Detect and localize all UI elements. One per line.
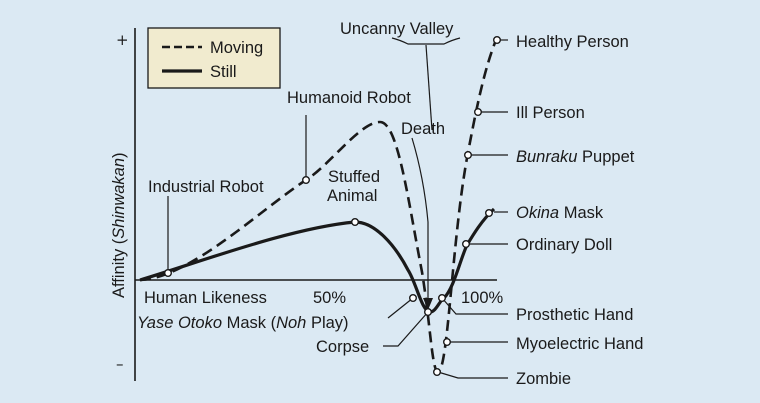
- point-prosthetic-hand: [438, 294, 447, 303]
- leader-death: [411, 137, 429, 300]
- leader-death-arrowhead: [423, 298, 433, 310]
- legend-box: [147, 27, 281, 89]
- y-plus-sign: +: [116, 31, 129, 49]
- point-humanoid-robot: [302, 175, 311, 184]
- uncanny-valley-label: Uncanny Valley: [340, 20, 454, 38]
- label-okina-mask: Okina Mask: [516, 204, 604, 222]
- legend-still-label: Still: [210, 63, 237, 81]
- y-minus-sign: –: [116, 355, 124, 373]
- label-myoelectric-hand: Myoelectric Hand: [516, 335, 643, 353]
- x-tick-100: 100%: [461, 289, 504, 307]
- label-death: Death: [401, 120, 445, 138]
- label-humanoid-robot: Humanoid Robot: [287, 89, 411, 107]
- label-stuffed-animal-line1: Stuffed: [328, 168, 380, 186]
- point-ordinary-doll: [462, 239, 471, 248]
- leader-uncanny-valley: [425, 44, 433, 131]
- point-zombie: [433, 368, 442, 377]
- label-zombie: Zombie: [516, 370, 571, 388]
- point-industrial-robot: [163, 269, 172, 278]
- point-yase-otoko: [409, 294, 418, 303]
- label-healthy-person: Healthy Person: [516, 33, 629, 51]
- point-ill-person: [474, 107, 483, 116]
- label-stuffed-animal-line2: Animal: [327, 187, 377, 205]
- legend-moving-label: Moving: [210, 39, 263, 57]
- leader-zombie: [437, 371, 508, 379]
- leader-corpse: [383, 311, 429, 347]
- leader-yase-otoko: [387, 297, 414, 319]
- x-tick-50: 50%: [313, 289, 346, 307]
- label-prosthetic-hand: Prosthetic Hand: [516, 306, 633, 324]
- point-bunraku: [464, 150, 473, 159]
- y-axis-label: Affinity (Shinwakan): [110, 152, 128, 298]
- label-yase-otoko-mask: Yase Otoko Mask (Noh Play): [137, 314, 349, 332]
- point-healthy-person: [493, 36, 502, 45]
- label-ill-person: Ill Person: [516, 104, 585, 122]
- point-stuffed-animal: [351, 217, 360, 226]
- label-industrial-robot: Industrial Robot: [148, 178, 264, 196]
- point-okina: [485, 208, 494, 217]
- point-myoelectric-hand: [443, 338, 452, 347]
- x-axis-label: Human Likeness: [144, 289, 267, 307]
- moving-curve: [139, 39, 498, 374]
- point-corpse: [424, 308, 433, 317]
- leader-prosthetic-hand: [441, 297, 508, 315]
- label-bunraku-puppet: Bunraku Puppet: [516, 148, 635, 166]
- label-corpse: Corpse: [316, 338, 369, 356]
- label-ordinary-doll: Ordinary Doll: [516, 236, 612, 254]
- uncanny-valley-brace: [391, 37, 461, 45]
